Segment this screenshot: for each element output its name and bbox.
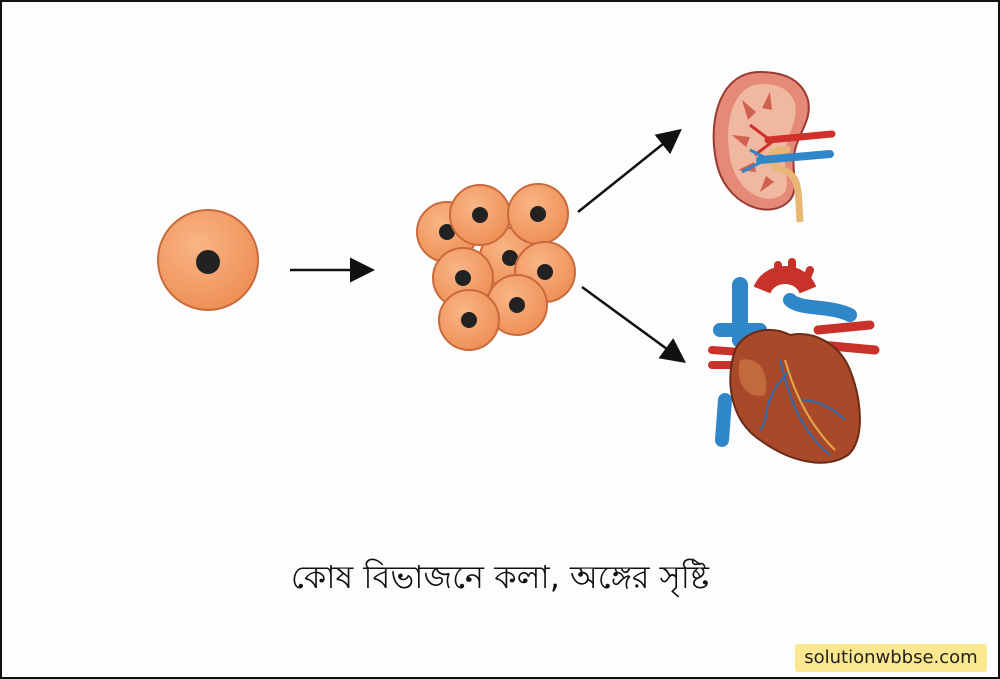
nucleus — [509, 297, 525, 313]
arrow-to-heart — [581, 285, 687, 363]
nucleus — [537, 264, 553, 280]
nucleus — [455, 270, 471, 286]
cell-cluster — [416, 183, 576, 351]
nucleus — [530, 206, 546, 222]
kidney-icon — [712, 70, 836, 223]
nucleus — [461, 312, 477, 328]
nucleus — [472, 207, 488, 223]
nucleus — [196, 250, 220, 274]
caption: কোষ বিভাজনে কলা, অঙ্গের সৃষ্টি — [290, 558, 710, 596]
nucleus — [502, 250, 518, 266]
watermark: solutionwbbse.com — [795, 644, 987, 672]
single-cell — [157, 209, 259, 311]
arrow-to-kidney — [577, 128, 682, 213]
heart-icon — [708, 258, 880, 464]
nucleus — [439, 224, 455, 240]
